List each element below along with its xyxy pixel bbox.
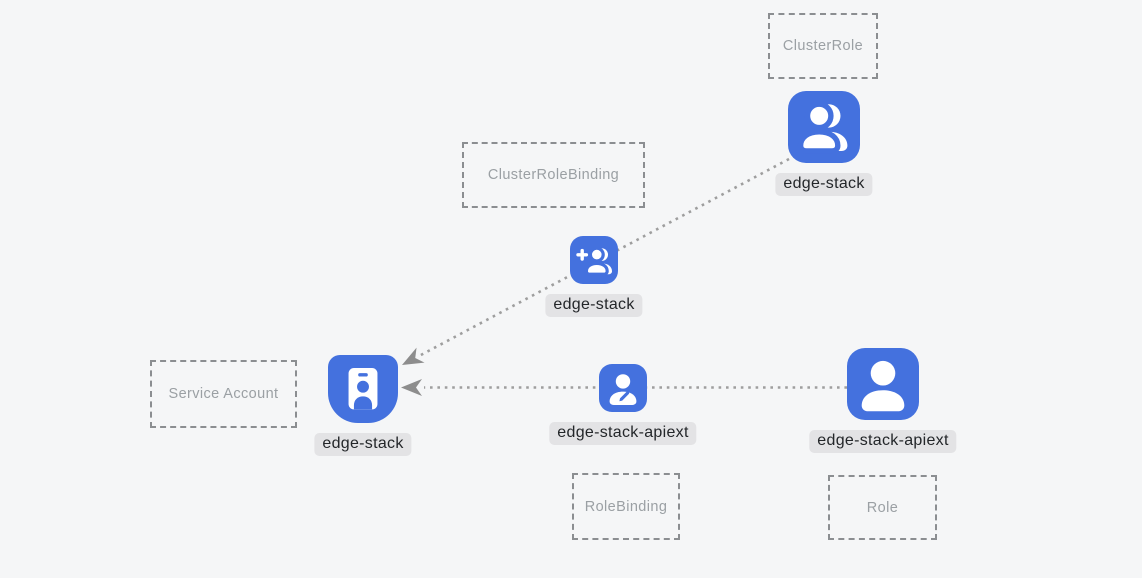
users-icon[interactable]: [788, 91, 860, 163]
node-clusterrolebinding-edge-stack: edge-stack: [545, 236, 643, 317]
node-label: edge-stack: [545, 294, 643, 317]
type-box-rolebinding: RoleBinding: [572, 473, 680, 540]
type-box-label: Role: [866, 499, 899, 516]
node-label: edge-stack-apiext: [809, 430, 957, 453]
type-box-service-account: Service Account: [150, 360, 297, 428]
type-box-clusterrolebinding: ClusterRoleBinding: [462, 142, 645, 208]
node-rolebinding-edge-stack-apiext: edge-stack-apiext: [549, 364, 697, 445]
type-box-label: RoleBinding: [584, 498, 668, 515]
node-label: edge-stack: [775, 173, 873, 196]
type-box-role: Role: [828, 475, 937, 540]
node-serviceaccount-edge-stack: edge-stack: [314, 355, 412, 456]
user-edit-icon[interactable]: [599, 364, 647, 412]
type-box-label: ClusterRoleBinding: [487, 167, 620, 183]
node-clusterrole-edge-stack: edge-stack: [775, 91, 873, 196]
id-badge-icon[interactable]: [328, 355, 398, 423]
node-role-edge-stack-apiext: edge-stack-apiext: [809, 348, 957, 453]
node-label: edge-stack-apiext: [549, 422, 697, 445]
node-label: edge-stack: [314, 433, 412, 456]
user-plus-icon[interactable]: [570, 236, 618, 284]
type-box-label: Service Account: [168, 386, 279, 402]
user-icon[interactable]: [847, 348, 919, 420]
type-box-label: ClusterRole: [782, 38, 864, 54]
type-box-clusterrole: ClusterRole: [768, 13, 878, 79]
